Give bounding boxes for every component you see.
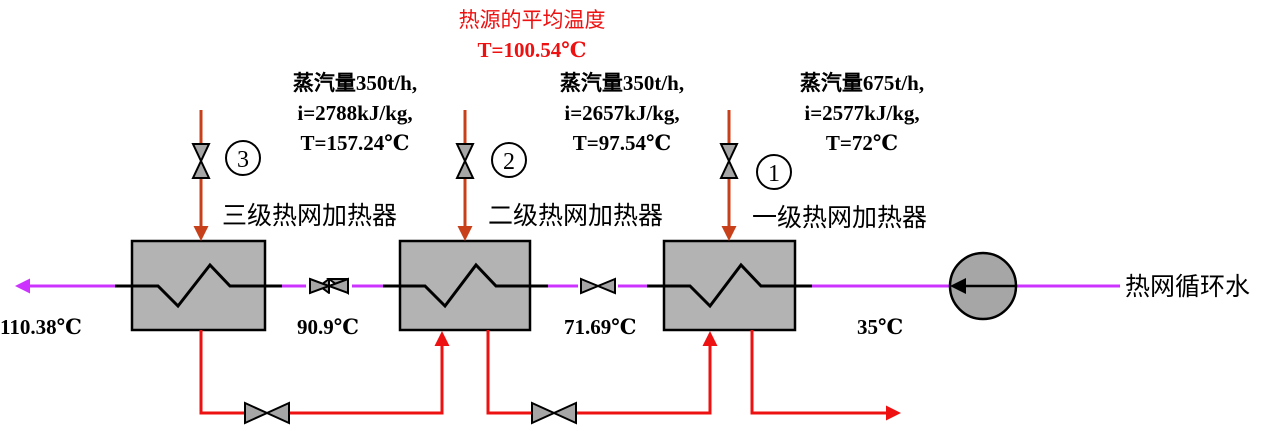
drain-line-1-out [750, 330, 901, 421]
svg-text:i=2788kJ/kg,: i=2788kJ/kg, [297, 101, 412, 125]
svg-text:3: 3 [237, 147, 249, 173]
svg-text:蒸汽量675t/h,: 蒸汽量675t/h, [800, 71, 924, 95]
water-valve-2-1 [580, 277, 616, 295]
svg-text:i=2577kJ/kg,: i=2577kJ/kg, [804, 101, 919, 125]
heater-1-label: 一级热网加热器 [752, 203, 927, 232]
heat-source-title: 热源的平均温度 [459, 8, 606, 32]
svg-text:1: 1 [768, 161, 780, 187]
steam-valve-1 [719, 143, 739, 179]
heater-3-number-badge: 3 [225, 140, 261, 176]
svg-text:i=2657kJ/kg,: i=2657kJ/kg, [564, 101, 679, 125]
drain-valve-3-2 [244, 401, 290, 425]
heater-1-box [647, 239, 812, 332]
svg-text:T=97.54℃: T=97.54℃ [573, 131, 671, 155]
drain-valve-2-1 [531, 401, 577, 425]
water-temp-outlet: 110.38℃ [0, 315, 82, 339]
heater-2-box [383, 239, 548, 332]
heater-3-label: 三级热网加热器 [222, 201, 397, 230]
heater-2-steam-params: 蒸汽量350t/h, i=2657kJ/kg, T=97.54℃ [560, 71, 684, 155]
drain-line-2-to-1 [486, 330, 718, 415]
water-temp-between-3-2: 90.9℃ [297, 315, 359, 339]
water-temp-between-2-1: 71.69℃ [564, 315, 636, 339]
heater-2-label: 二级热网加热器 [488, 201, 663, 230]
heater-2-number-badge: 2 [491, 142, 527, 178]
circulation-pump [948, 251, 1018, 321]
svg-text:T=157.24℃: T=157.24℃ [301, 131, 410, 155]
svg-text:2: 2 [503, 149, 515, 175]
water-temp-inlet: 35℃ [857, 315, 903, 339]
drain-line-3-to-2 [199, 330, 450, 415]
svg-text:T=72℃: T=72℃ [826, 131, 898, 155]
steam-valve-2 [455, 143, 475, 179]
heater-1-number-badge: 1 [756, 154, 792, 190]
steam-valve-3 [191, 143, 211, 179]
circulation-water-label: 热网循环水 [1125, 272, 1250, 301]
svg-text:蒸汽量350t/h,: 蒸汽量350t/h, [560, 71, 684, 95]
heat-source-temperature: T=100.54℃ [478, 38, 587, 62]
heater-3-box [115, 239, 282, 332]
heater-3-steam-params: 蒸汽量350t/h, i=2788kJ/kg, T=157.24℃ [293, 71, 417, 155]
heater-1-steam-params: 蒸汽量675t/h, i=2577kJ/kg, T=72℃ [800, 71, 924, 155]
svg-text:蒸汽量350t/h,: 蒸汽量350t/h, [293, 71, 417, 95]
water-valve-3-2 [309, 277, 349, 295]
